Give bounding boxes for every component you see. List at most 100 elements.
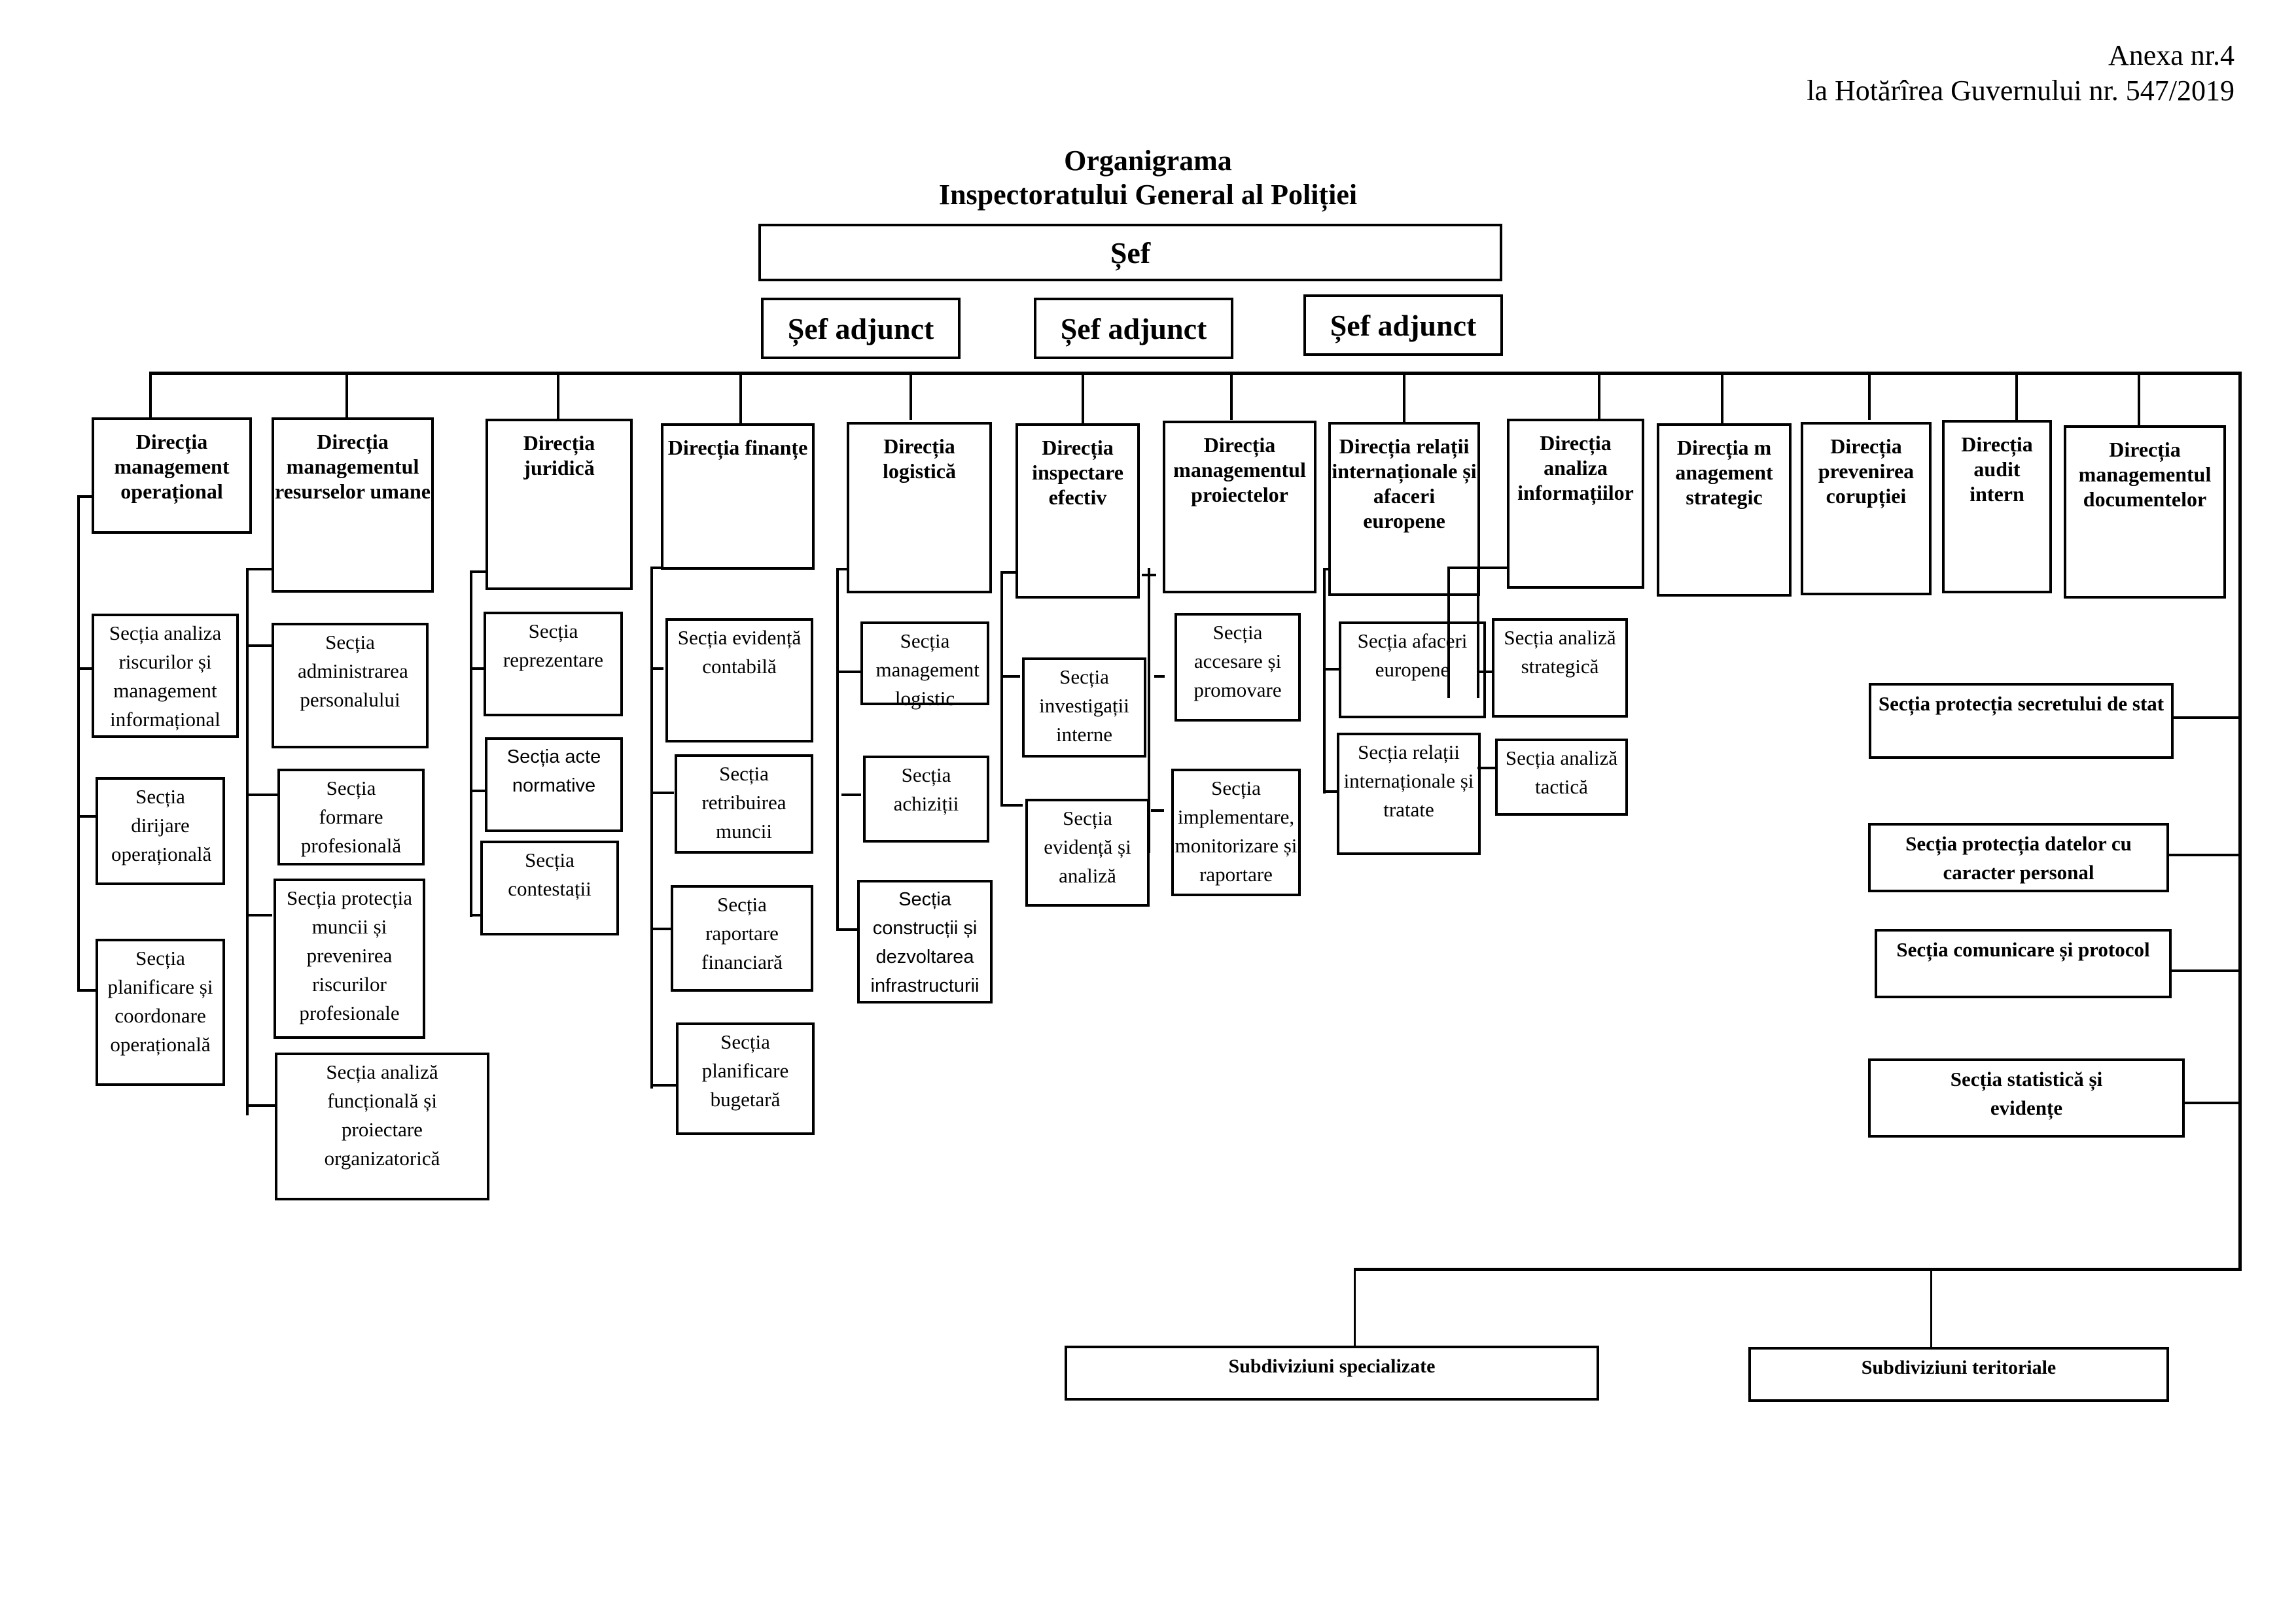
section-box: Secția reprezentare — [484, 612, 623, 716]
section-label: Secția evidență contabilă — [677, 626, 802, 678]
section-state-secret: Secția protecția secretului de stat — [1869, 683, 2174, 759]
branch-connector — [650, 1084, 677, 1087]
section-box: Secția analiză tactică — [1495, 739, 1628, 816]
drop-connector — [739, 373, 742, 424]
branch-connector — [1447, 567, 1508, 569]
branch-connector — [650, 792, 674, 794]
annex-decision: la Hotărîrea Guvernului nr. 547/2019 — [1807, 75, 2234, 107]
branch-connector — [246, 1104, 280, 1107]
section-box: Secția dirijare operațională — [96, 777, 225, 885]
section-label: Secția implementare, monitorizare și rap… — [1174, 777, 1298, 886]
section-box: Secția raportare financiară — [671, 885, 813, 992]
section-label: Secția afaceri europene — [1357, 629, 1468, 681]
section-label: Secția planificare și coordonare operați… — [107, 947, 213, 1056]
annex-number: Anexa nr.4 — [2108, 39, 2234, 71]
branch-connector — [1000, 571, 1016, 574]
branch-connector — [1477, 767, 1497, 769]
section-box: Secția protecția muncii și prevenirea ri… — [274, 879, 425, 1039]
title-line-2: Inspectoratului General al Poliției — [938, 179, 1358, 211]
section-personal-data: Secția protecția datelor cu caracter per… — [1868, 823, 2169, 892]
main-connector-bus — [149, 372, 2242, 375]
branch-connector — [2172, 716, 2240, 719]
directorate-label: Direcția inspectare efectiv — [1032, 436, 1123, 509]
section-label: Secția protecția secretului de stat — [1878, 692, 2164, 715]
drop-connector — [345, 373, 348, 417]
section-label: Secția construcții și dezvoltarea infras… — [870, 889, 980, 996]
branch-connector — [1477, 567, 1479, 698]
branch-connector — [650, 567, 662, 569]
deputy-label: Șef adjunct — [787, 311, 934, 345]
section-box: Secția construcții și dezvoltarea infras… — [857, 880, 993, 1003]
directorate-label: Direcția managementul proiectelor — [1173, 433, 1306, 506]
deputy-label: Șef adjunct — [1060, 311, 1207, 345]
deputy-box-1: Șef adjunct — [761, 298, 961, 359]
deputy-box-2: Șef adjunct — [1034, 298, 1233, 359]
branch-connector — [470, 667, 484, 670]
branch-connector — [836, 568, 839, 931]
section-box: Secția relații internaționale și tratate — [1337, 733, 1481, 855]
branch-connector — [77, 667, 96, 670]
section-label: Secția analiză tactică — [1505, 746, 1618, 798]
directorate-project-management: Direcția managementul proiectelor — [1163, 421, 1316, 593]
chief-label: Șef — [1110, 236, 1151, 270]
drop-connector — [1721, 373, 1723, 424]
drop-connector — [1598, 373, 1600, 420]
branch-connector — [1323, 568, 1326, 794]
directorate-label: Direcția analiza informațiilor — [1517, 431, 1634, 504]
section-label: Secția protecția datelor cu caracter per… — [1905, 832, 2132, 884]
branch-connector — [650, 667, 663, 670]
drop-connector — [1403, 373, 1405, 424]
directorate-label: Direcția managementul documentelor — [2078, 438, 2212, 511]
directorate-internal-audit: Direcția audit intern — [1942, 420, 2052, 593]
section-box: Secția evidență și analiză — [1025, 799, 1150, 907]
drop-connector — [1930, 1269, 1932, 1348]
drop-connector — [1354, 1269, 1356, 1348]
section-label: Secția administrarea personalului — [298, 631, 408, 711]
branch-connector — [1324, 790, 1339, 793]
deputy-box-3: Șef adjunct — [1303, 294, 1503, 356]
directorate-label: Direcția relații internaționale și aface… — [1332, 434, 1477, 532]
section-label: Secția management logistic — [875, 629, 980, 710]
drop-connector — [1230, 373, 1233, 420]
branch-connector — [246, 914, 272, 916]
section-statistics-records: Secția statistică și evidențe — [1868, 1058, 2185, 1138]
chief-box: Șef — [758, 224, 1502, 281]
branch-connector — [77, 496, 80, 991]
section-box: Secția management logistic — [860, 621, 989, 710]
directorate-international-relations: Direcția relații internaționale și aface… — [1328, 422, 1480, 596]
section-box: Secția administrarea personalului — [272, 623, 429, 748]
branch-connector — [77, 815, 97, 818]
directorate-label: Direcția management operațional — [114, 430, 230, 503]
directorate-label: Direcția juridică — [523, 431, 595, 480]
branch-connector — [1477, 671, 1493, 673]
section-communication-protocol: Secția comunicare și protocol — [1875, 929, 2172, 998]
branch-connector — [77, 989, 97, 992]
branch-connector — [650, 567, 653, 1089]
branch-connector — [246, 568, 272, 570]
drop-connector — [149, 373, 152, 419]
branch-connector — [1324, 668, 1340, 671]
branch-connector — [2169, 854, 2240, 856]
section-box: Secția retribuirea muncii — [675, 754, 813, 854]
branch-connector — [1142, 574, 1156, 576]
branch-connector — [1154, 675, 1165, 678]
drop-connector — [1868, 373, 1871, 420]
directorate-label: Direcția management strategic — [1675, 436, 1773, 509]
section-box: Secția planificare și coordonare operați… — [96, 939, 225, 1086]
section-label: Secția accesare și promovare — [1193, 621, 1282, 701]
branch-connector — [2170, 969, 2240, 972]
section-label: Secția contestații — [508, 848, 592, 900]
directorate-legal: Direcția juridică — [486, 419, 633, 590]
section-box: Secția investigații interne — [1022, 657, 1146, 758]
section-box: Secția contestații — [480, 841, 619, 935]
section-label: Secția raportare financiară — [701, 893, 783, 973]
section-box: Secția evidență contabilă — [665, 618, 813, 742]
directorate-document-management: Direcția managementul documentelor — [2064, 425, 2226, 599]
branch-connector — [650, 928, 671, 930]
branch-connector — [246, 794, 277, 796]
directorate-corruption-prevention: Direcția prevenirea corupției — [1801, 422, 1932, 595]
directorate-information-analysis: Direcția analiza informațiilor — [1507, 419, 1644, 589]
branch-connector — [246, 569, 249, 1115]
drop-connector — [2015, 373, 2018, 420]
title-line-1: Organigrama — [1064, 145, 1232, 177]
